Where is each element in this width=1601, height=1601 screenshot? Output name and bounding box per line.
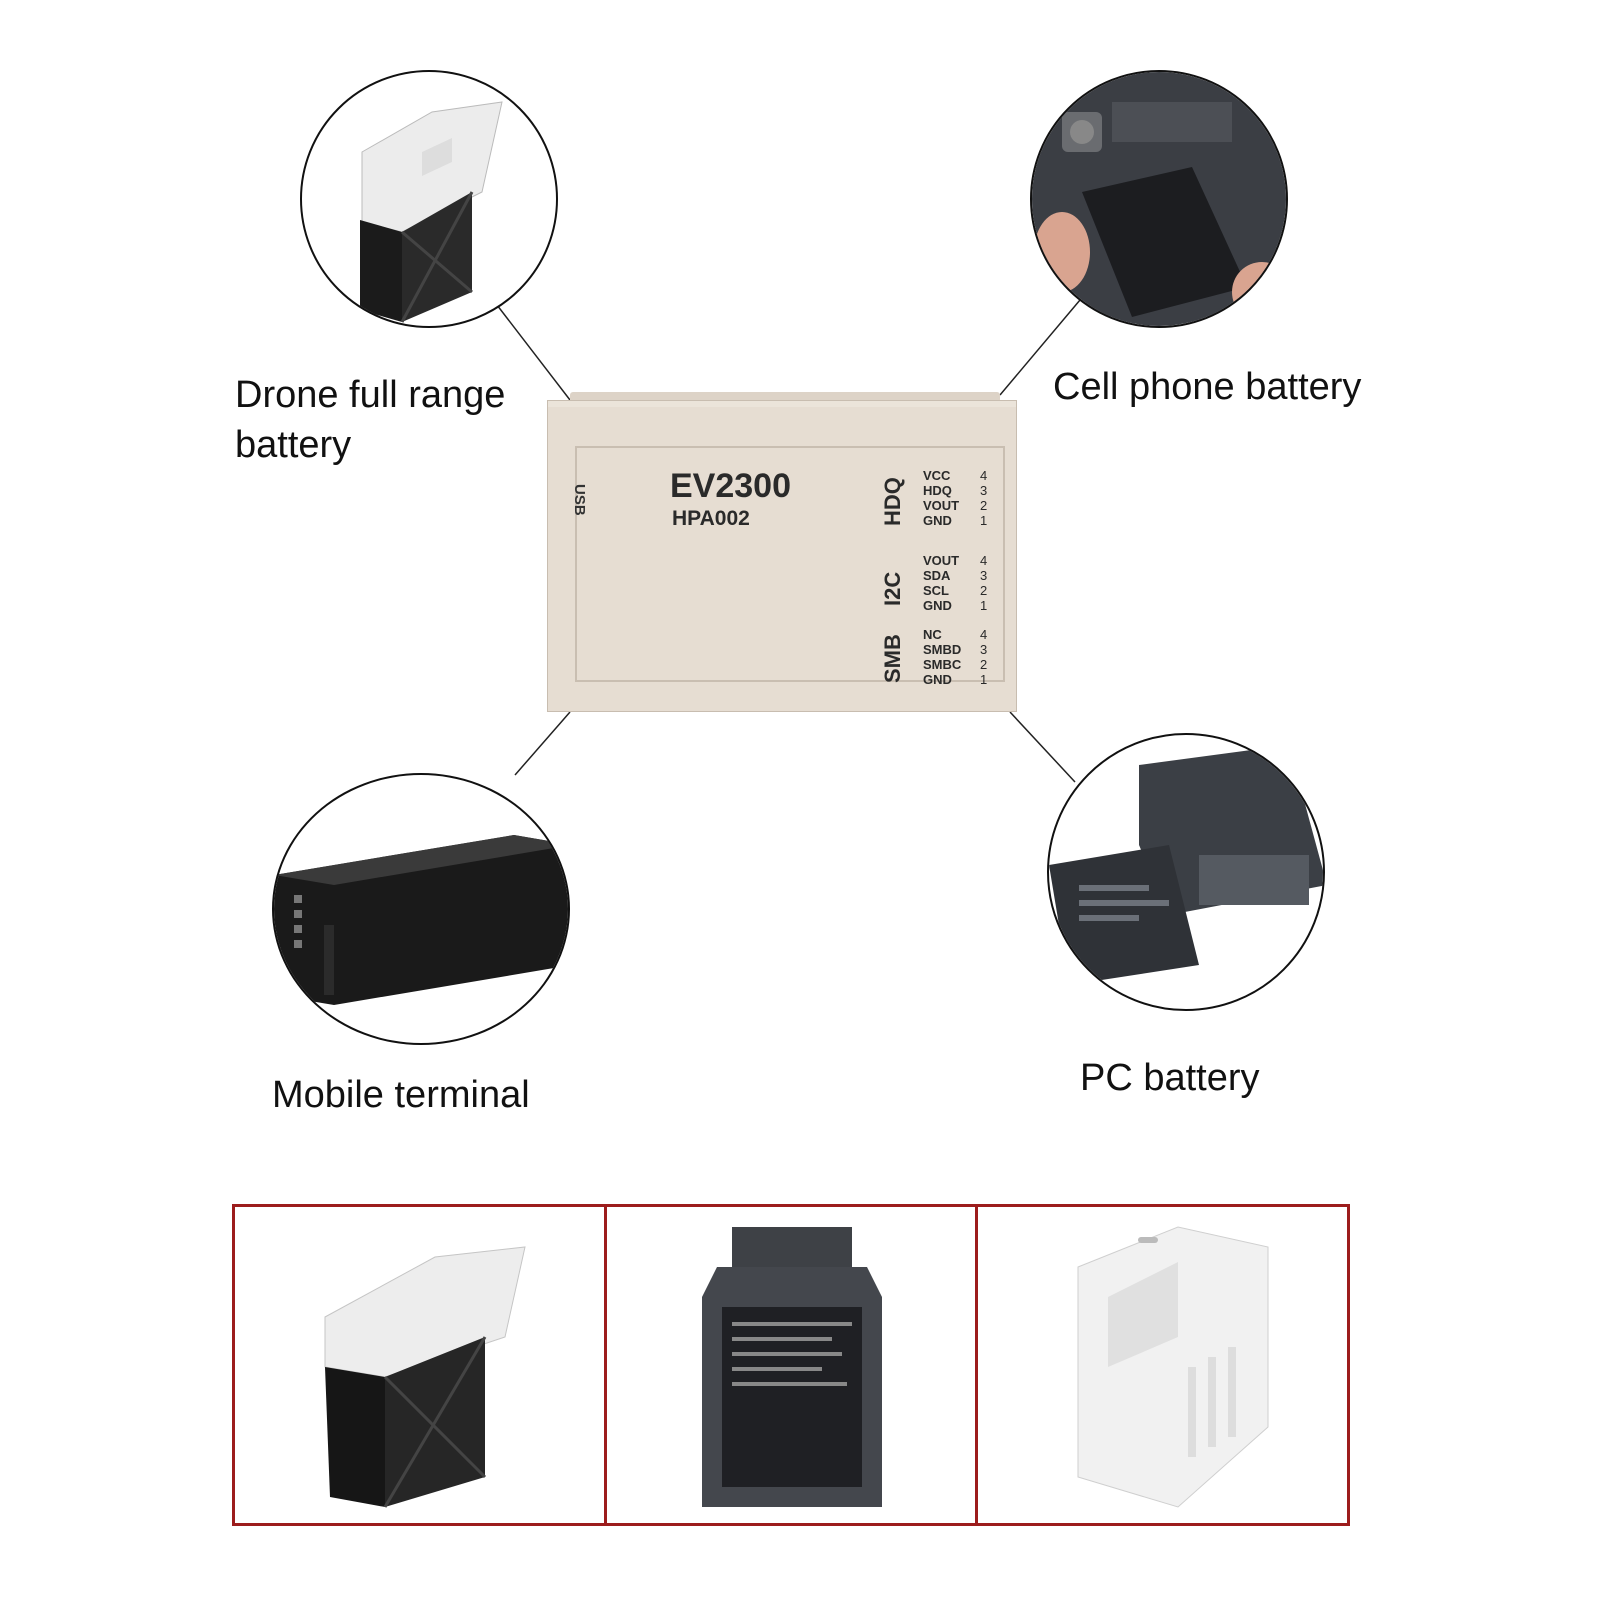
device-model: EV2300 [670,467,791,505]
smb-pin-1: GND [923,672,952,687]
hdq-pin-4: VCC [923,468,951,483]
hdq-num-4: 4 [980,468,988,483]
drone-battery-icon [360,101,503,323]
drone-battery-gallery [232,1204,1350,1526]
i2c-title: I2C [880,571,905,606]
device-label-panel [575,446,1005,682]
hdq-pin-3: HDQ [923,483,952,498]
smb-num-3: 3 [980,642,988,657]
gallery-item-1 [235,1207,607,1523]
i2c-pin-3: SDA [923,568,951,583]
mobile-terminal-battery-icon [274,835,568,1005]
hdq-num-3: 3 [980,483,988,498]
smb-pin-4: NC [923,627,942,642]
smb-num-1: 1 [980,672,988,687]
hdq-pin-1: GND [923,513,952,528]
mobile-terminal-label: Mobile terminal [272,1074,530,1116]
i2c-pin-1: GND [923,598,952,613]
smb-num-2: 2 [980,657,988,672]
laptop-battery-icon [1049,745,1323,985]
drone-battery-label: Drone full range battery [235,374,506,466]
smb-title: SMB [880,634,905,683]
pc-battery-circle [1047,733,1325,1011]
hdq-title: HDQ [880,477,905,526]
i2c-num-4: 4 [980,553,988,568]
mobile-terminal-circle [272,773,570,1045]
gallery-item-2 [607,1207,979,1523]
device-submodel: HPA002 [672,507,750,530]
phone-battery-icon [1032,72,1286,326]
drone-battery-icon [701,1227,882,1507]
usb-port-label: USB [571,484,588,516]
i2c-num-1: 1 [980,598,988,613]
smb-num-4: 4 [980,627,988,642]
ev2300-device: USB EV2300 HPA002 HDQ VCC HDQ VOUT GND 4… [547,400,1017,712]
drone-battery-icon [324,1246,526,1508]
drone-battery-circle [300,70,558,328]
smb-pin-3: SMBD [923,642,962,657]
smb-pin-2: SMBC [923,657,962,672]
i2c-num-2: 2 [980,583,988,598]
i2c-pin-4: VOUT [923,553,960,568]
gallery-item-3 [978,1207,1347,1523]
cellphone-battery-circle [1030,70,1288,328]
i2c-pin-2: SCL [923,583,949,598]
hdq-num-1: 1 [980,513,988,528]
hdq-pin-2: VOUT [923,498,960,513]
i2c-num-3: 3 [980,568,988,583]
hdq-num-2: 2 [980,498,988,513]
device-top-edge [570,392,1000,402]
pc-battery-label: PC battery [1080,1057,1260,1099]
drone-battery-icon [1077,1226,1269,1508]
cellphone-battery-label: Cell phone battery [1053,366,1362,408]
